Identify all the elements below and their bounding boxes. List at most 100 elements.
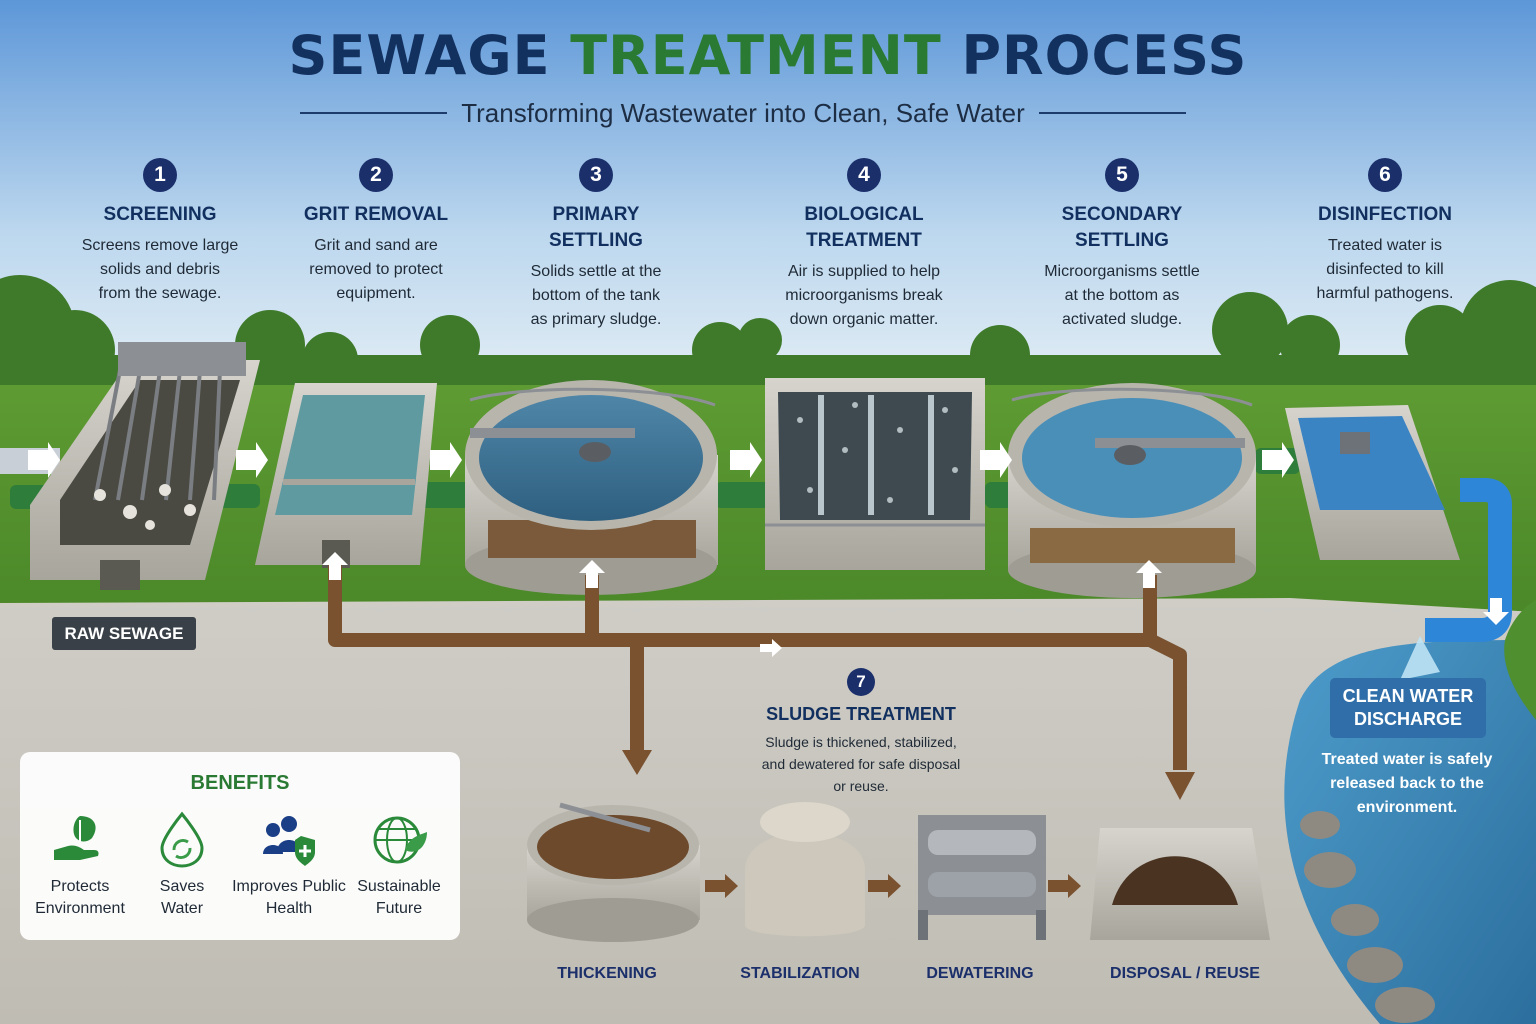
- water-outflow: [1400, 636, 1440, 680]
- sludge-treatment-block: 7 SLUDGE TREATMENT Sludge is thickened, …: [736, 668, 986, 797]
- title-part-2: TREATMENT: [570, 24, 942, 87]
- biological-treatment-tank: [765, 378, 985, 570]
- step-5-desc-line: Microorganisms settle: [1044, 263, 1200, 280]
- raw-sewage-label: RAW SEWAGE: [52, 617, 196, 650]
- benefit-sustainable-future: Sustainable Future: [339, 810, 459, 920]
- step-3-number: 3: [579, 158, 613, 192]
- sludge-pipes: [328, 565, 1187, 770]
- step-5-name: SECONDARY SETTLING: [997, 202, 1247, 254]
- stabilization-digester: [745, 802, 865, 937]
- clean-water-desc-line: released back to the: [1330, 775, 1484, 792]
- dewatering-press: [918, 815, 1046, 940]
- step-6-number: 6: [1368, 158, 1402, 192]
- clean-water-label-line: DISCHARGE: [1353, 709, 1462, 729]
- step-4: 4 BIOLOGICAL TREATMENT Air is supplied t…: [739, 158, 989, 332]
- screening-tank: [30, 342, 260, 590]
- step-5: 5 SECONDARY SETTLING Microorganisms sett…: [997, 158, 1247, 332]
- secondary-settling-tank: [1008, 383, 1256, 598]
- step-5-number: 5: [1105, 158, 1139, 192]
- step-4-desc-line: microorganisms break: [785, 287, 943, 304]
- step-1-desc-line: solids and debris: [99, 261, 221, 278]
- clean-water-desc: Treated water is safely released back to…: [1312, 748, 1502, 820]
- step-6-name: DISINFECTION: [1317, 204, 1453, 225]
- step-2-name: GRIT REMOVAL: [303, 204, 449, 225]
- step-2-desc-line: removed to protect: [309, 261, 443, 278]
- step-3: 3 PRIMARY SETTLING Solids settle at the …: [471, 158, 721, 332]
- stage-stabilization-label: STABILIZATION: [740, 965, 860, 982]
- hand-leaf-icon: [54, 816, 99, 860]
- benefit-label: Protects Environment: [20, 876, 140, 920]
- step-2-desc-line: Grit and sand are: [314, 237, 438, 254]
- step-5-desc-line: activated sludge.: [1061, 311, 1183, 328]
- page-title: SEWAGE TREATMENT PROCESS: [0, 24, 1536, 87]
- benefit-label-line: Health: [265, 900, 313, 917]
- riverbank-grass: [1504, 600, 1536, 720]
- benefits-panel: BENEFITS Protects Environment Saves Wate…: [20, 752, 460, 940]
- clean-discharge-pipe: [1425, 478, 1512, 642]
- benefit-improves-public-health: Improves Public Health: [229, 810, 349, 920]
- benefit-label-line: Water: [160, 900, 204, 917]
- title-part-1: SEWAGE: [288, 24, 551, 87]
- primary-settling-tank: [465, 380, 718, 595]
- benefit-label: Improves Public Health: [229, 876, 349, 920]
- step-4-name-line: TREATMENT: [806, 230, 922, 251]
- globe-leaf-icon: [373, 816, 427, 864]
- clean-water-desc-line: Treated water is safely: [1321, 751, 1493, 768]
- step-3-name-line: PRIMARY: [552, 204, 640, 225]
- title-part-3: PROCESS: [961, 24, 1248, 87]
- step-4-desc: Air is supplied to help microorganisms b…: [739, 260, 989, 332]
- step-2: 2 GRIT REMOVAL Grit and sand are removed…: [251, 158, 501, 306]
- recycle-drop-icon: [160, 811, 204, 868]
- step-4-desc-line: Air is supplied to help: [787, 263, 941, 280]
- sludge-treatment-title: SLUDGE TREATMENT: [766, 704, 956, 724]
- step-1-name: SCREENING: [103, 204, 217, 225]
- step-2-desc-line: equipment.: [336, 285, 416, 302]
- benefit-label: Sustainable Future: [339, 876, 459, 920]
- step-1-desc-line: from the sewage.: [98, 285, 222, 302]
- step-4-number: 4: [847, 158, 881, 192]
- sludge-desc-line: and dewatered for safe disposal: [761, 756, 961, 772]
- stage-dewatering-label: DEWATERING: [926, 965, 1034, 982]
- step-3-desc-line: bottom of the tank: [531, 287, 661, 304]
- step-1-desc-line: Screens remove large: [81, 237, 239, 254]
- step-1-desc: Screens remove large solids and debris f…: [35, 234, 285, 306]
- step-5-desc-line: at the bottom as: [1064, 287, 1180, 304]
- clean-water-label-line: CLEAN WATER: [1342, 686, 1474, 706]
- title-wrap: SEWAGE TREATMENT PROCESS: [0, 24, 1536, 87]
- benefit-saves-water: Saves Water: [122, 810, 242, 920]
- disinfection-tank: [1285, 405, 1460, 560]
- subtitle: Transforming Wastewater into Clean, Safe…: [461, 97, 1025, 128]
- step-6-desc-line: harmful pathogens.: [1316, 285, 1454, 302]
- step-3-name: PRIMARY SETTLING: [471, 202, 721, 254]
- step-5-desc: Microorganisms settle at the bottom as a…: [997, 260, 1247, 332]
- benefit-label-line: Saves: [159, 878, 205, 895]
- step-6-desc-line: Treated water is: [1327, 237, 1443, 254]
- step-1-number: 1: [143, 158, 177, 192]
- sludge-desc-line: Sludge is thickened, stabilized,: [765, 734, 957, 750]
- benefit-label-line: Environment: [35, 900, 125, 917]
- flow-arrows: [28, 442, 1509, 657]
- benefit-label-line: Sustainable: [357, 878, 441, 895]
- stage-thickening-label: THICKENING: [557, 965, 657, 982]
- clean-water-desc-line: environment.: [1356, 799, 1458, 816]
- subtitle-row: Transforming Wastewater into Clean, Safe…: [300, 96, 1187, 130]
- disposal-bin: [1090, 828, 1270, 940]
- step-3-name-line: SETTLING: [549, 230, 643, 251]
- benefit-label-line: Improves Public: [232, 878, 346, 895]
- benefit-label: Saves Water: [122, 876, 242, 920]
- step-2-number: 2: [359, 158, 393, 192]
- step-1: 1 SCREENING Screens remove large solids …: [35, 158, 285, 306]
- thickening-tank: [527, 802, 700, 942]
- people-shield-icon: [263, 816, 315, 866]
- subtitle-rule-right: [1038, 112, 1187, 114]
- clean-water-discharge-label: CLEAN WATER DISCHARGE: [1330, 678, 1486, 738]
- benefits-title: BENEFITS: [190, 772, 290, 794]
- benefit-label-line: Future: [375, 900, 423, 917]
- step-2-desc: Grit and sand are removed to protect equ…: [251, 234, 501, 306]
- step-6-desc: Treated water is disinfected to kill har…: [1260, 234, 1510, 306]
- step-3-desc-line: Solids settle at the: [530, 263, 662, 280]
- grit-removal-tank: [255, 383, 437, 568]
- sludge-treatment-desc: Sludge is thickened, stabilized, and dew…: [736, 731, 986, 797]
- step-3-desc: Solids settle at the bottom of the tank …: [471, 260, 721, 332]
- benefit-label-line: Protects: [50, 878, 110, 895]
